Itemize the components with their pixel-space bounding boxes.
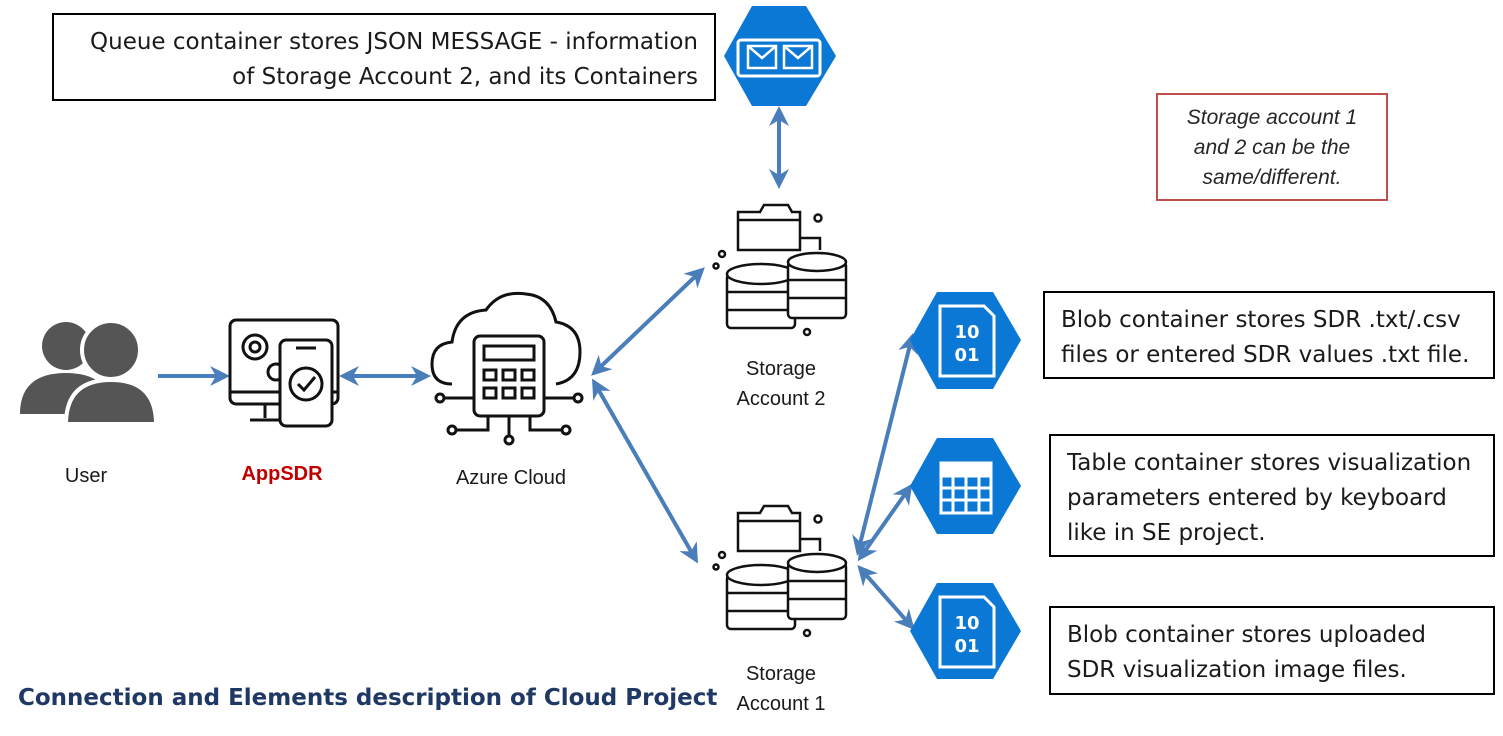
blob-bottom-binary-1: 10 xyxy=(954,613,979,634)
app-sdr-label: AppSDR xyxy=(241,463,323,485)
queue-description-line-1: Queue container stores JSON MESSAGE - in… xyxy=(90,29,698,55)
user-label: User xyxy=(64,465,108,487)
queue-description-line-2: of Storage Account 2, and its Containers xyxy=(232,64,698,90)
arrow-storage1-blob-bottom xyxy=(857,564,915,631)
storage-account-2-label: Storage Account 2 xyxy=(708,354,854,414)
queue-description-box: Queue container stores JSON MESSAGE - in… xyxy=(52,13,716,101)
blob-1-description-line-1: Blob container stores SDR .txt/.csv xyxy=(1061,307,1461,333)
blob-top-binary-1: 10 xyxy=(954,322,979,343)
blob-top-binary-2: 01 xyxy=(954,345,979,366)
blob-top-icon: 10 01 xyxy=(910,292,1021,389)
storage-note-line-2: and 2 can be the xyxy=(1193,136,1351,159)
azure-cloud-label: Azure Cloud xyxy=(455,467,567,489)
storage-account-1-label-line-2: Account 1 xyxy=(736,693,826,715)
table-description-line-3: like in SE project. xyxy=(1067,520,1266,546)
storage-account-2-label-line-2: Account 2 xyxy=(736,388,826,410)
queue-envelope-icon xyxy=(724,6,836,106)
user-icon xyxy=(20,319,159,426)
blob-2-description-line-1: Blob container stores uploaded xyxy=(1067,622,1426,648)
arrow-azure-storage2 xyxy=(591,267,705,376)
table-description-box: Table container stores visualization par… xyxy=(1049,434,1495,557)
storage-account-2-icon xyxy=(712,203,848,337)
blob-bottom-binary-2: 01 xyxy=(954,636,979,657)
blob-2-description-line-2: SDR visualization image files. xyxy=(1067,657,1407,683)
arrow-storage1-table xyxy=(857,483,913,562)
table-grid-icon xyxy=(910,438,1021,534)
blob-1-description-box: Blob container stores SDR .txt/.csv file… xyxy=(1043,291,1495,379)
table-description-line-1: Table container stores visualization xyxy=(1067,450,1472,476)
storage-account-1-icon xyxy=(712,504,848,638)
arrow-azure-storage1 xyxy=(592,378,698,564)
storage-account-1-label-line-1: Storage xyxy=(745,663,817,685)
app-sdr-icon xyxy=(228,318,340,428)
blob-2-description-box: Blob container stores uploaded SDR visua… xyxy=(1049,606,1495,695)
azure-cloud-icon xyxy=(430,291,584,446)
storage-note-box: Storage account 1 and 2 can be the same/… xyxy=(1156,93,1388,201)
storage-account-2-label-line-1: Storage xyxy=(745,358,817,380)
blob-1-description-line-2: files or entered SDR values .txt file. xyxy=(1061,342,1470,368)
storage-note-line-3: same/different. xyxy=(1202,166,1342,189)
diagram-caption: Connection and Elements description of C… xyxy=(18,685,718,711)
blob-bottom-icon: 10 01 xyxy=(910,583,1021,679)
storage-note-line-1: Storage account 1 xyxy=(1186,106,1358,129)
storage-account-1-label: Storage Account 1 xyxy=(708,659,854,719)
table-description-line-2: parameters entered by keyboard xyxy=(1067,485,1447,511)
